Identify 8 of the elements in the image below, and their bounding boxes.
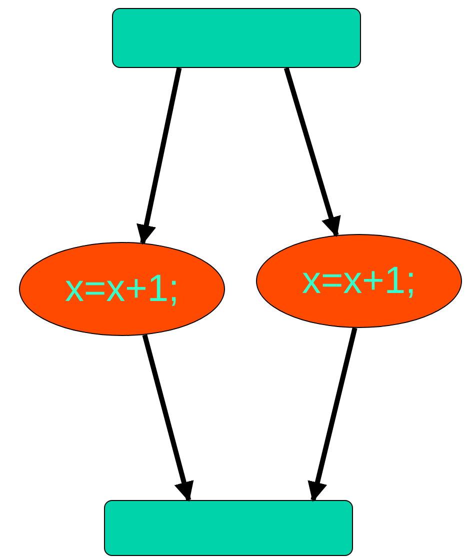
- arrow: [308, 327, 358, 502]
- rect-node: [104, 500, 353, 556]
- arrow: [136, 67, 182, 245]
- arrow: [142, 334, 194, 502]
- arrow: [284, 67, 341, 238]
- rect-node: [112, 8, 361, 68]
- node-text: x=x+1;: [64, 270, 180, 308]
- node-text: x=x+1;: [302, 262, 416, 300]
